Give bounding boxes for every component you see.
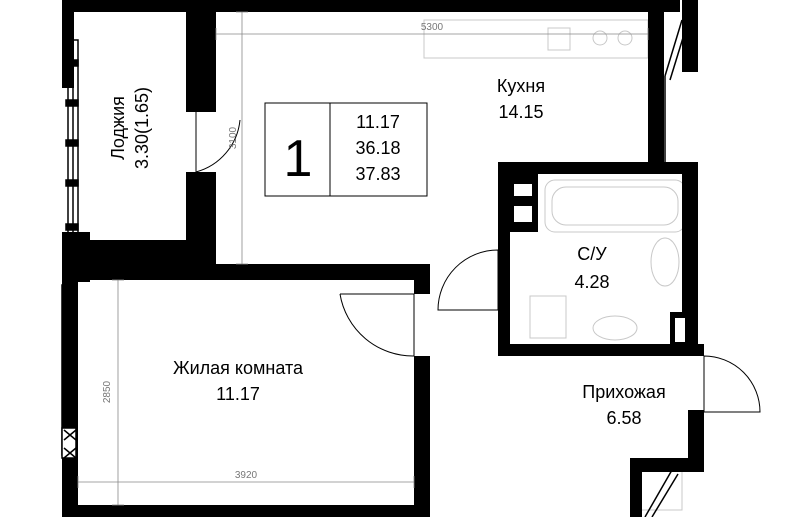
rooms-count: 1 (284, 130, 313, 188)
wall-cutouts (514, 184, 685, 342)
loggia-label-group: Лоджия 3.30(1.65) (108, 87, 152, 169)
living-area-value: 11.17 (356, 112, 400, 132)
fixtures (423, 19, 686, 511)
apartment-info-box: 1 11.17 36.18 37.83 (264, 102, 428, 197)
kitchen-name: Кухня (497, 76, 545, 96)
living-room-name: Жилая комната (173, 358, 304, 378)
walls (62, 0, 704, 517)
kitchen-width-label: 5300 (421, 22, 444, 33)
living-room-area: 11.17 (216, 384, 260, 404)
kitchen-depth-label: 3100 (228, 126, 239, 149)
loggia-area: 3.30(1.65) (132, 87, 152, 169)
bathroom-area: 4.28 (574, 272, 609, 292)
bathroom-name: С/У (577, 244, 607, 264)
dimension-lines (77, 11, 649, 506)
loggia-glazing (61, 19, 687, 517)
hallway-area: 6.58 (606, 408, 641, 428)
total-area-value: 36.18 (355, 138, 400, 158)
total-area-with-loggia-value: 37.83 (355, 164, 400, 184)
kitchen-area: 14.15 (498, 102, 543, 122)
living-width-label: 3920 (235, 470, 258, 481)
living-depth-label: 2850 (102, 380, 113, 403)
hallway-name: Прихожая (582, 382, 665, 402)
doors (195, 112, 761, 413)
loggia-name: Лоджия (108, 96, 128, 160)
